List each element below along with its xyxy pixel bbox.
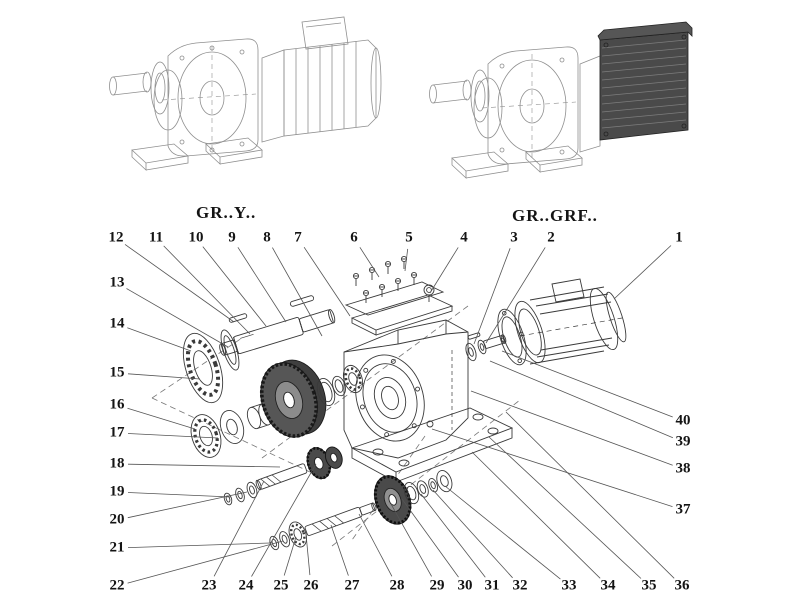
leader-line-30 <box>401 498 459 578</box>
variant-label-left: GR..Y.. <box>196 203 257 222</box>
leader-line-23 <box>213 480 265 577</box>
assembled-unit-right-drawing <box>429 21 693 179</box>
motor <box>514 278 627 365</box>
leader-line-4 <box>429 247 459 294</box>
exploded-view-drawing <box>151 255 627 551</box>
leader-line-33 <box>444 485 561 580</box>
input-bearing <box>342 364 364 394</box>
cover-screws <box>352 255 418 303</box>
leader-line-11 <box>163 245 251 335</box>
leader-line-22 <box>127 540 284 584</box>
leader-line-14 <box>127 327 192 352</box>
leader-line-6 <box>359 247 380 278</box>
callout-leader-lines <box>124 244 675 584</box>
leader-line-15 <box>127 373 201 380</box>
bearing-lower-left-inner <box>219 410 245 444</box>
leader-line-26 <box>305 533 311 576</box>
assembled-unit-left-drawing <box>109 16 382 171</box>
output-gear <box>259 359 327 438</box>
input-shaft-stub <box>483 334 507 349</box>
leader-line-10 <box>202 246 267 327</box>
leader-line-12 <box>124 244 235 323</box>
leader-line-9 <box>237 247 287 323</box>
leader-line-21 <box>127 542 271 548</box>
shaft-key-small <box>228 313 248 323</box>
pinion-shaft-assembly <box>255 446 343 491</box>
leader-line-20 <box>127 491 248 519</box>
housing-cover-plate <box>344 281 454 336</box>
leader-line-13 <box>126 288 229 348</box>
leader-line-31 <box>420 493 486 578</box>
gear-housing <box>343 319 514 483</box>
leader-line-1 <box>613 245 672 300</box>
output-bearing <box>182 332 224 404</box>
bearing-lower-left-outer <box>190 414 222 458</box>
leader-line-38 <box>470 390 673 466</box>
leader-line-32 <box>432 489 513 579</box>
leader-line-7 <box>303 246 351 317</box>
leader-line-19 <box>127 492 232 498</box>
leader-line-36 <box>505 411 675 579</box>
leader-line-35 <box>488 436 642 579</box>
leader-line-25 <box>283 536 297 576</box>
variant-label-right: GR..GRF.. <box>512 206 598 225</box>
leader-line-34 <box>471 451 601 579</box>
leader-line-17 <box>127 433 219 439</box>
intermediate-shaft-assembly <box>269 470 453 551</box>
leader-line-16 <box>127 407 196 430</box>
leader-line-18 <box>127 463 281 468</box>
eyebolt <box>423 284 435 302</box>
leader-line-40 <box>501 350 673 418</box>
leader-line-8 <box>272 247 323 337</box>
leader-line-29 <box>390 503 432 577</box>
leader-line-3 <box>473 248 511 345</box>
leader-line-39 <box>489 360 674 439</box>
leader-line-5 <box>404 248 409 272</box>
input-key <box>467 332 481 340</box>
spacer-ring-b <box>332 375 346 397</box>
leader-line-28 <box>358 513 393 577</box>
leader-line-24 <box>251 463 317 577</box>
output-shaft <box>219 309 336 356</box>
assembly-axis-guides <box>151 305 521 547</box>
leader-line-27 <box>330 524 349 576</box>
input-shim-washers <box>465 339 487 362</box>
leader-line-37 <box>431 428 673 507</box>
leader-line-2 <box>485 247 546 344</box>
oil-seal <box>220 329 240 371</box>
